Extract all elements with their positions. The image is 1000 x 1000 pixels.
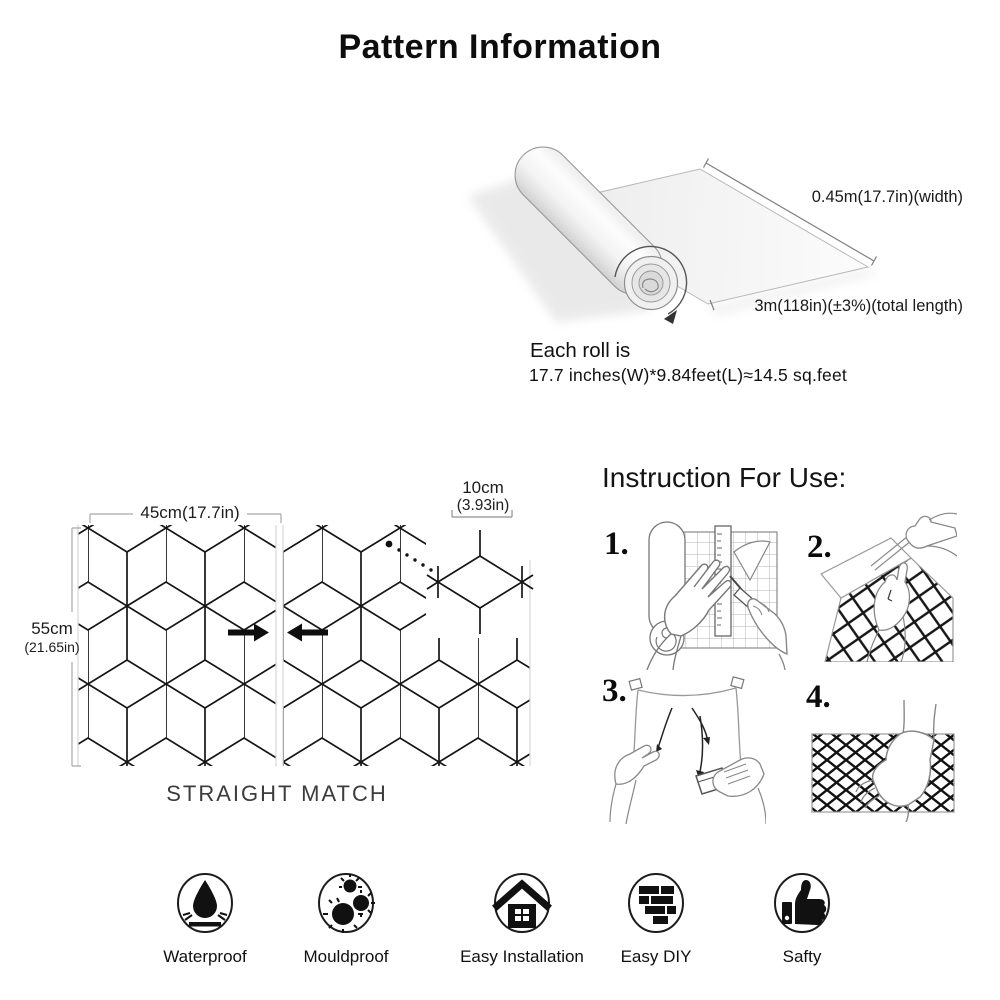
- feature-label: Mouldproof: [303, 947, 389, 966]
- corner-pin-left: [628, 677, 643, 691]
- feature-label: Easy DIY: [620, 947, 692, 966]
- bricks-icon: [628, 873, 684, 933]
- height-bracket-55cm: [71, 527, 81, 767]
- wallpaper-roll-illustration: [468, 146, 878, 324]
- each-roll-heading: Each roll is: [530, 339, 631, 362]
- feature-mouldproof: Mouldproof: [271, 872, 421, 967]
- water-drop-icon: [177, 873, 233, 933]
- panel-edges: [77, 525, 531, 766]
- width-dimension-line: [702, 158, 878, 311]
- holding-hand: [866, 562, 911, 662]
- roll-width-label: 0.45m(17.7in)(width): [811, 188, 963, 206]
- edge-hand: [609, 744, 660, 825]
- feature-easy-installation: Easy Installation: [447, 872, 597, 967]
- feature-safty: Safty: [727, 872, 877, 967]
- feature-label: Safty: [782, 947, 822, 966]
- feature-label: Waterproof: [163, 947, 247, 966]
- panel-width-label: 45cm(17.7in): [140, 503, 240, 522]
- match-type-label: STRAIGHT MATCH: [166, 781, 388, 806]
- squeegee-hand: [695, 757, 766, 825]
- apply-to-wall-illustration: [609, 676, 766, 825]
- cutter-hand: [729, 575, 788, 670]
- thumbs-up-icon: [774, 873, 830, 933]
- pulling-hand: [905, 512, 957, 557]
- each-roll-size: 17.7 inches(W)*9.84feet(L)≈14.5 sq.feet: [529, 365, 847, 385]
- offset-label-cm: 10cm: [462, 478, 504, 497]
- step-4-number: 4.: [806, 679, 831, 715]
- roll-shadow: [468, 172, 652, 322]
- panel-height-label-cm: 55cm: [31, 619, 73, 638]
- instructions-heading: Instruction For Use:: [602, 462, 847, 493]
- unroll-direction-arrow: [614, 245, 688, 324]
- step-2-number: 2.: [807, 529, 832, 565]
- mould-spores-icon: [318, 873, 375, 933]
- offset-label-in: (3.93in): [456, 497, 510, 514]
- feature-label: Easy Installation: [460, 947, 584, 966]
- corner-pin-right: [730, 676, 745, 690]
- repeat-dotted-connector: [385, 540, 433, 572]
- step-3-number: 3.: [602, 673, 627, 709]
- peel-backing-illustration: [820, 512, 957, 662]
- page-title: Pattern Information: [338, 28, 662, 66]
- roll-end-spiral: [623, 255, 679, 311]
- match-arrow-right: [228, 623, 269, 642]
- cut-roll-with-ruler-illustration: [646, 521, 788, 670]
- step-1-number: 1.: [604, 526, 629, 562]
- pattern-match-diagram: [71, 510, 534, 767]
- offset-bracket-10cm: [451, 510, 513, 518]
- peeled-backing: [820, 537, 912, 599]
- feature-waterproof: Waterproof: [130, 872, 280, 967]
- pressing-hand: [646, 559, 732, 670]
- smoothing-arrows: [656, 707, 710, 779]
- roll-length-label: 3m(118in)(±3%)(total length): [754, 297, 963, 315]
- width-bracket-45cm: [89, 513, 282, 523]
- panel-height-label-in: (21.65in): [24, 639, 80, 655]
- pattern-repeat-piece: [426, 530, 534, 634]
- smoothing-hand: [855, 700, 937, 822]
- feature-easy-diy: Easy DIY: [581, 872, 731, 967]
- house-icon: [492, 873, 552, 933]
- match-arrow-left: [287, 623, 328, 642]
- smooth-surface-illustration: [811, 700, 955, 822]
- pattern-panel-left: [78, 525, 276, 766]
